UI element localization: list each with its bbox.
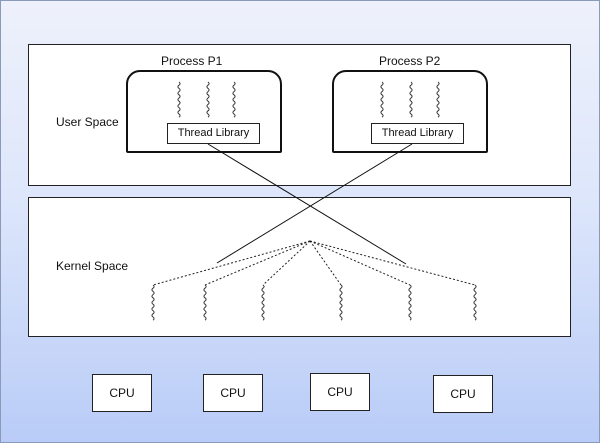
p2-user-thread-2 <box>409 81 413 118</box>
p1-thread-group <box>177 81 236 118</box>
p2-user-thread-3 <box>436 81 440 118</box>
kernel-thread-5 <box>408 284 412 321</box>
kernel-dash-group <box>152 240 476 286</box>
p1-user-thread-2 <box>206 81 210 118</box>
kernel-dashed-link-1 <box>152 240 311 286</box>
p1-mapping-line <box>207 143 407 265</box>
process-p2-title: Process P2 <box>379 54 441 68</box>
kernel-dashed-link-4 <box>309 240 342 286</box>
kernel-dashed-link-6 <box>309 240 476 286</box>
kernel-space-label: Kernel Space <box>56 259 129 273</box>
p1-user-thread-3 <box>232 81 236 118</box>
p2-user-thread-1 <box>380 81 384 118</box>
kernel-dashed-link-3 <box>262 240 311 286</box>
kernel-space-box <box>28 197 571 337</box>
kernel-dashed-link-5 <box>309 240 411 286</box>
cpu-2: CPU <box>203 374 263 412</box>
kernel-thread-1 <box>151 284 155 321</box>
p1-user-thread-1 <box>177 81 181 118</box>
kernel-thread-4 <box>339 284 343 321</box>
kernel-thread-2 <box>203 284 207 321</box>
cpu-1: CPU <box>92 374 152 412</box>
process-p1-title: Process P1 <box>161 54 223 68</box>
cpu-3: CPU <box>310 373 370 411</box>
p2-mapping-line <box>216 143 413 264</box>
kernel-dashed-link-2 <box>204 240 311 286</box>
process-p1-thread-library: Thread Library <box>167 123 260 144</box>
user-space-label: User Space <box>56 115 119 129</box>
kernel-thread-group <box>151 284 477 321</box>
process-p2-thread-library: Thread Library <box>371 123 464 144</box>
cpu-4: CPU <box>433 375 493 413</box>
kernel-thread-6 <box>473 284 477 321</box>
p2-thread-group <box>380 81 440 118</box>
kernel-thread-3 <box>261 284 265 321</box>
